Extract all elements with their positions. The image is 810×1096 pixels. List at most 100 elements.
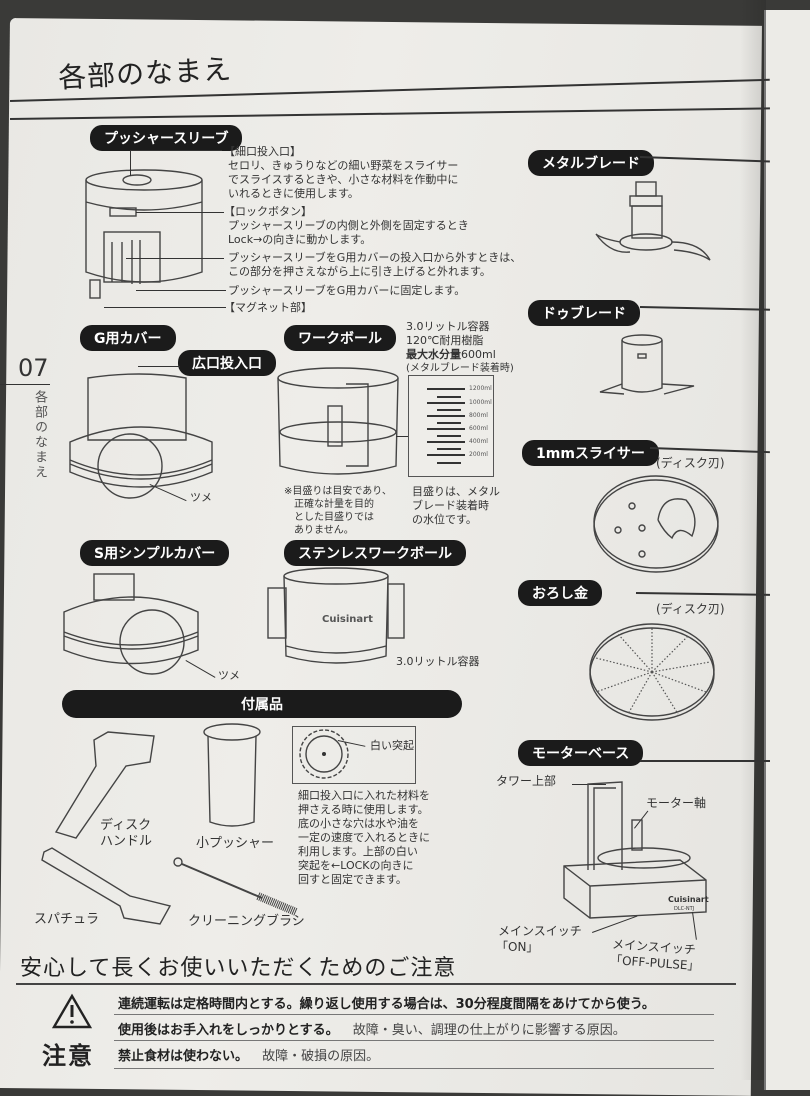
grater-disc-type: (ディスク刃) <box>656 602 725 616</box>
page-number: 07 <box>18 354 49 382</box>
cleaning-brush-label: クリーニングブラシ <box>188 914 305 929</box>
callout-lock-button-line2: Lock→の向きに動かします。 <box>228 233 372 246</box>
scale-note-2: ブレード装着時 <box>412 499 489 512</box>
warning-triangle-icon <box>51 993 93 1029</box>
steel-bowl-capacity: 3.0リットル容器 <box>396 655 480 668</box>
work-bowl-footnote-1: ※目盛りは目安であり、 <box>284 486 392 497</box>
leader-narrow-chute <box>130 150 222 151</box>
caution-row-2-note: 故障・臭い、調理の仕上がりに影響する原因。 <box>352 1023 626 1038</box>
heading-dough-blade: ドゥブレード <box>528 300 640 326</box>
scale-tick-minor <box>437 409 461 411</box>
max-water-value: 600ml <box>461 348 496 361</box>
heading-g-cover: G用カバー <box>80 325 176 351</box>
heading-1mm-slicer: 1mmスライサー <box>522 440 659 466</box>
heading-grater: おろし金 <box>518 580 602 606</box>
caution-title-rule <box>16 983 736 985</box>
g-cover-illustration <box>69 373 213 499</box>
scale-label-600: 600ml <box>469 425 488 432</box>
motor-base-illustration <box>563 781 707 919</box>
callout-release-line2: この部分を押さえながら上に引き上げると外れます。 <box>228 265 491 278</box>
caution-title: 安心して長くお使いいただくためのご注意 <box>20 956 457 981</box>
work-bowl-illustration <box>277 367 399 475</box>
pusher-note-7: 回すと固定できます。 <box>298 873 407 886</box>
scale-label-200: 200ml <box>469 451 488 458</box>
gutter-shadow <box>740 0 766 1080</box>
pusher-note-4: 一定の速度で入れるときに <box>298 831 430 844</box>
caution-row-3: 禁止食材は使わない。 故障・破損の原因。 <box>118 1045 379 1064</box>
heading-metal-blade: メタルブレード <box>528 150 654 176</box>
pusher-note-2: 押さえる時に使用します。 <box>298 803 429 816</box>
caution-row-3-bold: 禁止食材は使わない。 <box>118 1049 249 1064</box>
pusher-note-5: 利用します。上部の白い <box>298 845 418 858</box>
steel-work-bowl-illustration <box>267 567 405 664</box>
work-bowl-spec-2: 120℃耐用樹脂 <box>406 334 484 347</box>
accessories-heading-text: 付属品 <box>241 697 283 713</box>
callout-fix-line1: プッシャースリーブをG用カバーに固定します。 <box>228 284 466 297</box>
motor-shaft-label: モーター軸 <box>646 796 707 810</box>
side-title: 各部のなまえ <box>32 390 47 480</box>
callout-release-line1: プッシャースリーブをG用カバーの投入口から外すときは、 <box>228 251 522 264</box>
small-pusher-illustration <box>203 723 261 827</box>
scale-tick-200 <box>427 454 465 456</box>
tower-top-label: タワー上部 <box>496 774 557 788</box>
work-bowl-max-water-label: 最大水分量600ml <box>406 347 496 362</box>
scale-tick-minor <box>437 448 461 450</box>
work-bowl-spec-1: 3.0リットル容器 <box>406 320 490 333</box>
callout-narrow-chute-line1: セロリ、きゅうりなどの細い野菜をスライサー <box>228 159 459 172</box>
slicer-disc-illustration <box>593 475 719 573</box>
callout-lock-button-line1: プッシャースリーブの内側と外側を固定するとき <box>228 219 469 232</box>
callout-narrow-chute-line3: いれるときに使用します。 <box>228 187 359 200</box>
g-cover-claw-label: ツメ <box>190 491 212 504</box>
work-bowl-scale-detail: 1200ml 1000ml 800ml 600ml 400ml 200ml <box>408 375 494 477</box>
disc-handle-label-2: ハンドル <box>100 834 153 849</box>
s-cover-claw-label: ツメ <box>218 669 240 682</box>
disc-handle-illustration <box>54 731 155 839</box>
switch-on-label-1: メインスイッチ <box>498 924 582 938</box>
callout-narrow-chute-line2: でスライスするときや、小さな材料を作動中に <box>228 173 459 186</box>
disc-handle-label-1: ディスク <box>100 818 152 833</box>
caution-row-2: 使用後はお手入れをしっかりとする。 故障・臭い、調理の仕上がりに影響する原因。 <box>118 1019 626 1038</box>
heading-accessories: 付属品 <box>62 690 462 718</box>
work-bowl-footnote-2: 正確な計量を目的 <box>294 499 374 510</box>
callout-lock-button-title: 【ロックボタン】 <box>224 205 312 218</box>
dough-blade-illustration <box>599 334 695 395</box>
small-pusher-label: 小プッシャー <box>196 836 275 851</box>
facing-page-edge <box>764 10 810 1090</box>
slicer-disc-type: (ディスク刃) <box>656 456 725 470</box>
motor-base-brand: Cuisinart <box>668 895 709 904</box>
caution-row-divider <box>114 1014 714 1015</box>
pusher-top-detail-box <box>292 726 416 784</box>
scale-tick-1000 <box>427 402 465 404</box>
scale-label-400: 400ml <box>469 438 488 445</box>
scale-note-1: 目盛りは、メタル <box>412 485 500 498</box>
work-bowl-max-water-note: (メタルブレード装着時) <box>406 363 514 374</box>
heading-work-bowl: ワークボール <box>284 325 396 351</box>
switch-on-label-2: 「ON」 <box>496 940 539 954</box>
heading-s-cover: S用シンプルカバー <box>80 540 230 566</box>
scale-tick-minor <box>437 422 461 424</box>
work-bowl-footnote-3: とした目盛りでは <box>294 512 374 523</box>
heading-pusher-sleeve: プッシャースリーブ <box>90 125 243 151</box>
spatula-label: スパチュラ <box>34 912 100 927</box>
scale-tick-1200 <box>427 388 465 390</box>
leader-lock-button <box>136 212 224 213</box>
work-bowl-footnote-4: ありません。 <box>294 525 354 536</box>
white-knob-label: 白い突起 <box>370 739 414 752</box>
scale-note-3: の水位です。 <box>412 513 477 526</box>
callout-magnet-title: 【マグネット部】 <box>224 301 312 314</box>
scale-label-1000: 1000ml <box>469 399 492 406</box>
steel-bowl-brand: Cuisinart <box>322 614 373 625</box>
scale-label-1200: 1200ml <box>469 385 492 392</box>
scale-tick-400 <box>427 441 465 443</box>
caution-row-divider <box>114 1040 714 1041</box>
caution-row-1: 連続運転は定格時間内とする。繰り返し使用する場合は、30分程度間隔をあけてから使… <box>118 993 655 1012</box>
heading-wide-chute: 広口投入口 <box>178 350 276 376</box>
caution-row-2-bold: 使用後はお手入れをしっかりとする。 <box>118 1023 339 1038</box>
caution-row-1-text: 連続運転は定格時間内とする。繰り返し使用する場合は、30分程度間隔をあけてから使… <box>118 997 655 1012</box>
leader-magnet <box>104 307 226 308</box>
leader-fix <box>136 290 226 291</box>
scale-label-800: 800ml <box>469 412 488 419</box>
leader-scale <box>396 436 410 437</box>
leader-narrow-chute-v <box>130 150 131 176</box>
motor-base-rule <box>640 760 770 762</box>
